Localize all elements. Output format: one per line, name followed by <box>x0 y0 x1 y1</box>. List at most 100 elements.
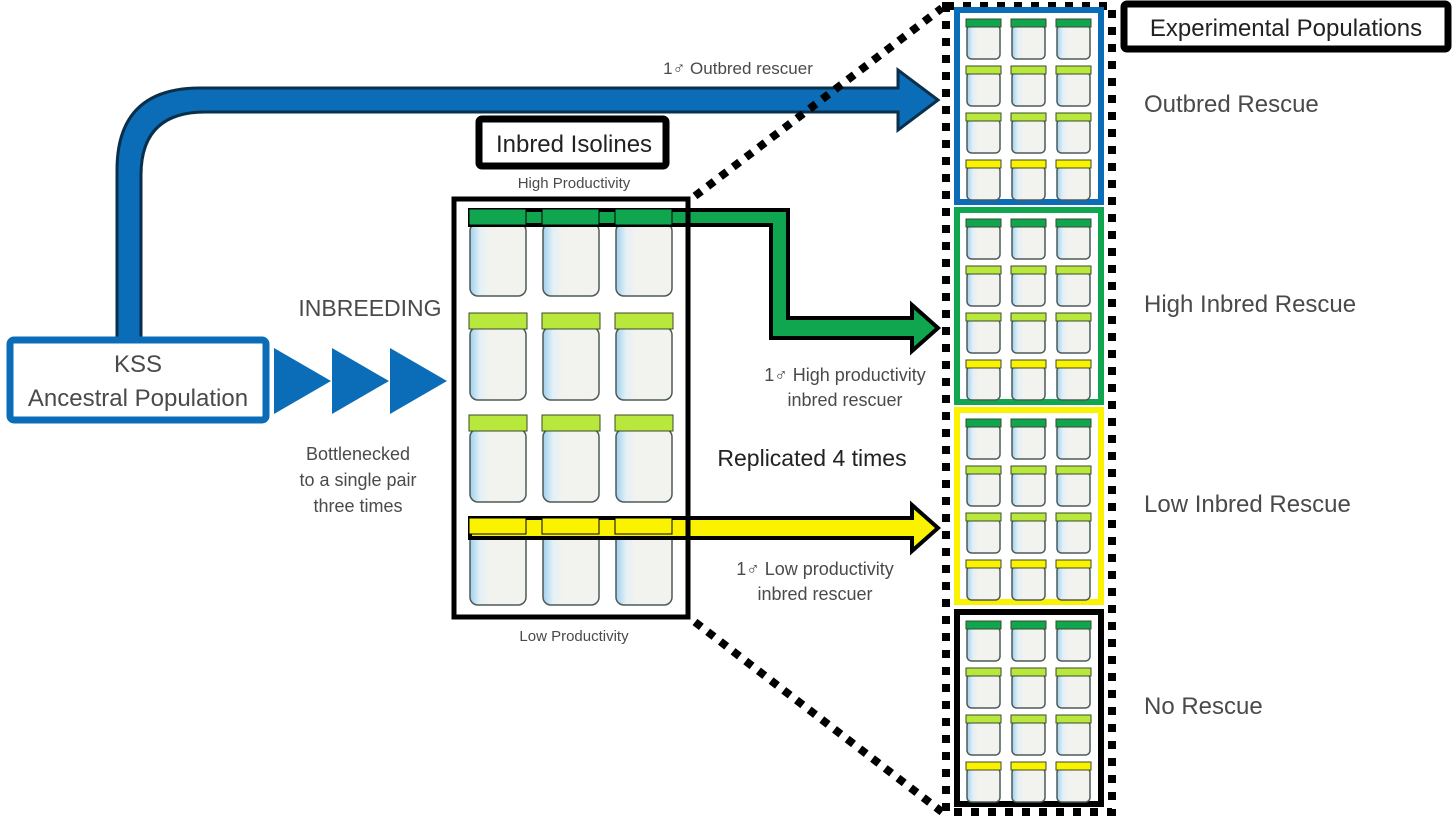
low-rescuer-label-line1: 1♂ Low productivity <box>736 559 894 579</box>
replicated-label: Replicated 4 times <box>717 445 906 471</box>
bottleneck-triangle <box>390 348 447 414</box>
vial-cap-high <box>965 18 1002 28</box>
vial-body <box>1056 720 1091 756</box>
inbred-isolines-title-box: Inbred Isolines <box>475 115 670 170</box>
experimental-vial <box>965 714 1002 756</box>
vial-body <box>1056 673 1091 709</box>
vial-cap-mid <box>965 265 1002 275</box>
vial-cap-low <box>1010 761 1047 771</box>
experimental-vial <box>1055 112 1092 154</box>
vial-body <box>542 222 600 297</box>
vial-cap-mid <box>468 312 528 330</box>
vial-body <box>966 673 1001 709</box>
experimental-vial <box>1055 312 1092 354</box>
experimental-vial <box>1055 667 1092 709</box>
experimental-vial <box>965 465 1002 507</box>
experimental-vial <box>1010 265 1047 307</box>
experimental-vial <box>1010 65 1047 107</box>
isoline-vial <box>614 312 674 401</box>
experimental-vial <box>1055 761 1092 803</box>
vial-body <box>966 518 1001 554</box>
vial-cap-mid <box>1055 312 1092 322</box>
vial-cap-mid <box>965 112 1002 122</box>
vial-body <box>615 531 673 606</box>
bottleneck-triangle <box>332 348 389 414</box>
experimental-vial <box>965 667 1002 709</box>
outbred-rescuer-arrow <box>115 67 941 342</box>
inbreeding-label: INBREEDING <box>298 295 441 321</box>
inbred-isolines-title: Inbred Isolines <box>496 131 652 158</box>
vial-cap-high <box>541 208 600 226</box>
bottleneck-note-line1: Bottlenecked <box>306 444 410 464</box>
experimental-vial <box>965 512 1002 554</box>
high-rescuer-label-line2: inbred rescuer <box>787 390 902 410</box>
experimental-vial <box>1055 65 1092 107</box>
vial-cap-low <box>1055 159 1092 169</box>
isolines-frame-edge <box>451 196 691 620</box>
vial-body <box>1011 471 1046 507</box>
experimental-vial <box>1055 418 1092 460</box>
experimental-vial <box>965 159 1002 201</box>
experimental-vial <box>1010 761 1047 803</box>
vial-body <box>1056 71 1091 107</box>
vial-cap-mid <box>1010 667 1047 677</box>
experimental-vial <box>1010 359 1047 401</box>
vial-body <box>469 222 527 297</box>
outbred-rescuer-label: 1♂ Outbred rescuer <box>663 59 813 78</box>
vial-body <box>1011 424 1046 460</box>
experimental-vial <box>1010 465 1047 507</box>
vial-cap-low <box>1010 559 1047 569</box>
source-line2: Ancestral Population <box>28 385 248 412</box>
vial-body <box>1056 224 1091 260</box>
vial-body <box>966 224 1001 260</box>
experimental-group: Low Inbred Rescue <box>954 407 1351 605</box>
high-productivity-label: High Productivity <box>518 175 631 192</box>
experimental-vial <box>1055 620 1092 662</box>
group-label: Low Inbred Rescue <box>1144 491 1351 518</box>
bottleneck-note-line2: to a single pair <box>299 470 416 490</box>
experimental-group: Outbred Rescue <box>954 7 1319 205</box>
experimental-vial <box>1055 465 1092 507</box>
vial-body <box>1056 518 1091 554</box>
experimental-vial <box>965 18 1002 60</box>
vial-cap-mid <box>1055 714 1092 724</box>
vial-cap-low <box>1055 559 1092 569</box>
vial-cap-low <box>468 517 527 535</box>
vial-cap-mid <box>1010 465 1047 475</box>
experimental-vial <box>1010 312 1047 354</box>
experimental-vial <box>1010 714 1047 756</box>
isoline-vial <box>541 414 601 503</box>
vial-cap-mid <box>1055 512 1092 522</box>
vial-body <box>1056 24 1091 60</box>
experimental-group: High Inbred Rescue <box>954 207 1356 405</box>
vial-cap-low <box>1055 359 1092 369</box>
vial-cap-low <box>614 517 673 535</box>
low-rescuer-label-line2: inbred rescuer <box>757 584 872 604</box>
experimental-vial <box>1055 18 1092 60</box>
vial-cap-mid <box>1055 65 1092 75</box>
vial-body <box>966 626 1001 662</box>
experimental-vial <box>1010 112 1047 154</box>
vial-cap-mid <box>541 312 601 330</box>
vial-cap-mid <box>1010 714 1047 724</box>
experimental-vial <box>965 620 1002 662</box>
vial-cap-low <box>541 517 600 535</box>
vial-body <box>1011 720 1046 756</box>
experimental-vial <box>965 559 1002 601</box>
experimental-vial <box>1010 512 1047 554</box>
experimental-vial <box>1055 559 1092 601</box>
vial-cap-mid <box>1010 265 1047 275</box>
vial-body <box>966 424 1001 460</box>
isoline-vial <box>614 414 674 503</box>
vial-body <box>1011 673 1046 709</box>
vial-cap-high <box>965 418 1002 428</box>
experimental-vial <box>965 265 1002 307</box>
vial-body <box>966 24 1001 60</box>
vial-body <box>966 767 1001 803</box>
experimental-vial <box>1010 218 1047 260</box>
vial-cap-high <box>1055 418 1092 428</box>
vial-cap-low <box>965 761 1002 771</box>
vial-cap-low <box>1010 359 1047 369</box>
vial-cap-low <box>965 359 1002 369</box>
